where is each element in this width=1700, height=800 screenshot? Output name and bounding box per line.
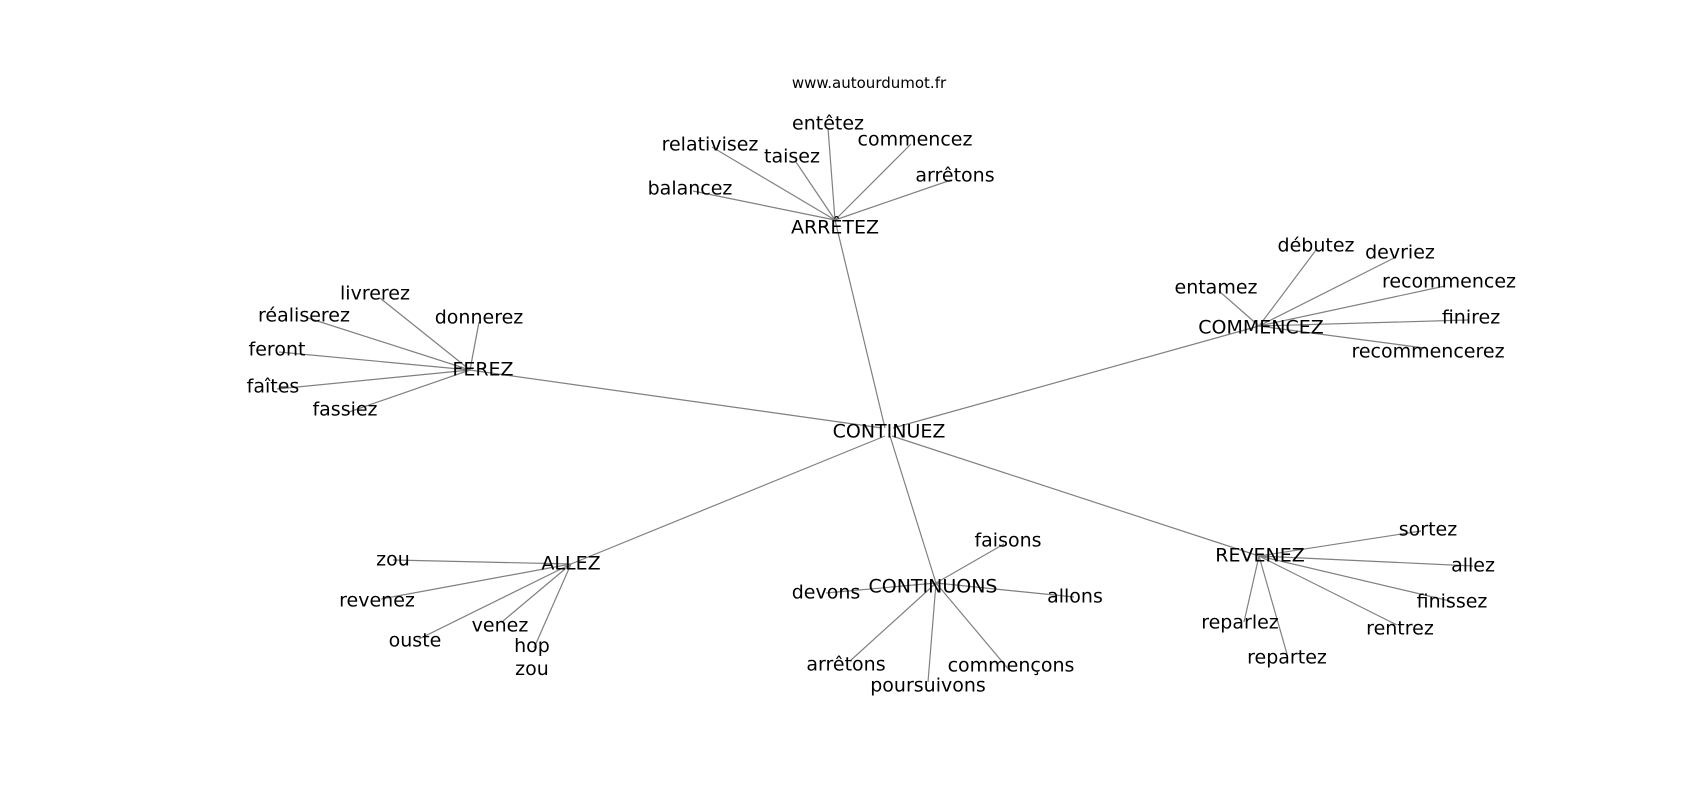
edge-center-commencez	[892, 325, 1260, 429]
edge-commencez-leaf	[1258, 249, 1317, 327]
watermark: www.autourdumot.fr	[791, 74, 947, 92]
edge-commencez-leaf	[1258, 256, 1397, 327]
leaf-node: commencez	[857, 128, 973, 151]
edge-center-continuons	[889, 435, 937, 584]
edge-center-revenez	[891, 435, 1260, 557]
edge-continuons-leaf	[935, 543, 1005, 584]
leaf-node: recommencez	[1381, 270, 1517, 293]
edge-center-allez	[570, 435, 886, 565]
leaf-node: taisez	[764, 145, 820, 168]
edge-revenez-leaf	[1258, 555, 1288, 655]
edge-center-arrêtez	[834, 219, 886, 429]
leaf-node: reparlez	[1201, 611, 1279, 634]
leaf-node: ouste	[388, 629, 442, 652]
edge-commencez-leaf	[1218, 290, 1260, 327]
leaf-node: feront	[248, 338, 306, 361]
edge-ferez-leaf	[307, 317, 471, 371]
edge-revenez-leaf	[1258, 555, 1398, 626]
leaf-node: revenez	[339, 589, 415, 612]
edge-ferez-leaf	[278, 351, 471, 371]
leaf-node: venez	[471, 614, 529, 637]
leaf-node: réaliserez	[258, 304, 350, 327]
leaf-node: allez	[1451, 554, 1495, 577]
leaf-node: zou	[376, 548, 410, 571]
edge-commencez-leaf	[1258, 285, 1446, 327]
leaf-node: entêtez	[792, 112, 864, 135]
edge-commencez-leaf	[1258, 319, 1469, 327]
leaf-node: commençons	[947, 654, 1075, 677]
hub-node-commencez: COMMENCEZ	[1198, 316, 1324, 339]
edge-ferez-leaf	[348, 369, 471, 413]
edge-continuons-leaf	[935, 582, 1075, 598]
leaf-node: entamez	[1174, 276, 1258, 299]
edge-ferez-leaf	[276, 369, 471, 390]
edge-arrêtez-leaf	[834, 143, 912, 221]
edge-arrêtez-leaf	[795, 161, 836, 221]
hub-node-arrêtez: ARRÊTEZ	[790, 216, 880, 239]
edge-revenez-leaf	[1258, 555, 1451, 602]
leaf-node: allons	[1047, 585, 1103, 608]
leaf-node: livrerez	[340, 282, 410, 305]
edge-arrêtez-leaf	[827, 127, 836, 221]
edge-commencez-leaf	[1258, 325, 1425, 349]
edge-arrêtez-leaf	[692, 190, 836, 221]
edge-allez-leaf	[502, 563, 572, 622]
leaf-node: finirez	[1441, 306, 1501, 329]
hub-node-ferez: FEREZ	[452, 358, 514, 381]
edge-continuons-leaf	[849, 582, 937, 662]
edge-revenez-leaf	[1258, 530, 1422, 557]
center-node: CONTINUEZ	[832, 420, 946, 443]
edge-arrêtez-leaf	[834, 179, 952, 221]
edge-ferez-leaf	[469, 321, 480, 371]
leaf-node: arrêtons	[806, 653, 886, 676]
hub-node-revenez: REVENEZ	[1215, 544, 1305, 567]
edge-center-ferez	[469, 369, 883, 429]
edge-revenez-leaf	[1243, 555, 1260, 623]
edge-allez-leaf	[380, 563, 572, 600]
edge-continuons-leaf	[825, 582, 937, 594]
hub-node-allez: ALLEZ	[541, 552, 601, 575]
leaf-node: balancez	[647, 177, 733, 200]
leaf-node: poursuivons	[870, 674, 986, 697]
leaf-node: recommencerez	[1351, 340, 1505, 363]
leaf-node: faisons	[974, 529, 1042, 552]
edge-revenez-leaf	[1258, 555, 1474, 567]
leaf-node: arrêtons	[915, 164, 995, 187]
edge-ferez-leaf	[379, 297, 471, 371]
leaf-node: faîtes	[246, 375, 300, 398]
hub-node-continuons: CONTINUONS	[868, 575, 998, 598]
leaf-node: devons	[791, 581, 861, 604]
leaf-node: relativisez	[661, 133, 759, 156]
leaf-node: donnerez	[434, 306, 524, 329]
leaf-node: rentrez	[1366, 617, 1434, 640]
leaf-node: hop zou	[514, 635, 550, 680]
edge-arrêtez-leaf	[711, 146, 836, 221]
edge-continuons-leaf	[935, 582, 1011, 672]
edge-allez-leaf	[533, 563, 572, 649]
leaf-node: fassiez	[312, 398, 378, 421]
leaf-node: finissez	[1416, 590, 1488, 613]
leaf-node: sortez	[1398, 518, 1458, 541]
leaf-node: repartez	[1247, 646, 1327, 669]
leaf-node: débutez	[1277, 234, 1355, 257]
edge-continuons-leaf	[927, 582, 937, 683]
leaf-node: devriez	[1365, 241, 1435, 264]
edge-allez-leaf	[418, 563, 572, 640]
edge-allez-leaf	[392, 559, 572, 565]
